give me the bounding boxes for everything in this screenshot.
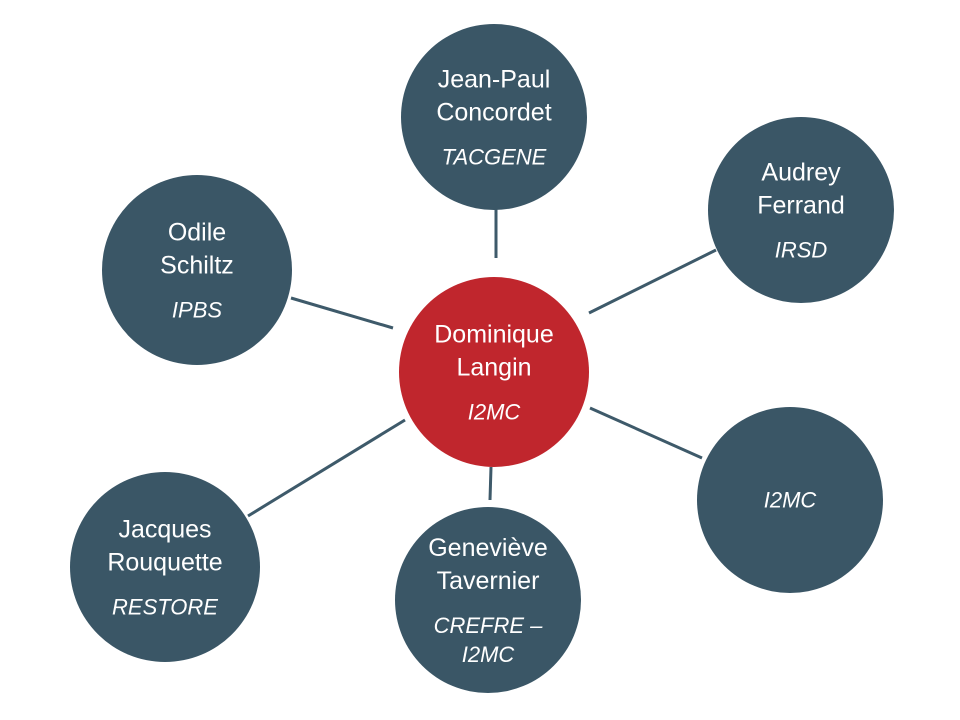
node-name-line: Odile bbox=[168, 218, 226, 246]
connector-i2mc bbox=[589, 406, 703, 460]
partners-2-circle bbox=[697, 407, 883, 593]
node-name-line: Ferrand bbox=[757, 191, 845, 219]
node-name-line: Langin bbox=[456, 353, 531, 381]
connector-schiltz bbox=[290, 296, 394, 330]
node-org-line: IRSD bbox=[775, 237, 828, 262]
connector-ferrand bbox=[588, 248, 717, 315]
node-name-line: Rouquette bbox=[107, 548, 222, 576]
node-name-line: Geneviève bbox=[428, 534, 548, 562]
connector-rouquette bbox=[247, 418, 406, 518]
node-org-line: CREFRE – bbox=[434, 613, 544, 638]
node-name-line: Jean-Paul bbox=[438, 65, 551, 93]
node-org-line: I2MC bbox=[764, 487, 817, 512]
node-name-line: Tavernier bbox=[437, 567, 540, 595]
node-org-line: RESTORE bbox=[112, 594, 218, 619]
center-circle bbox=[399, 277, 589, 467]
node-org-line: I2MC bbox=[468, 399, 521, 424]
partners-2-node: I2MC bbox=[697, 407, 883, 593]
node-org-line: TACGENE bbox=[442, 144, 547, 169]
node-name-line: Schiltz bbox=[160, 251, 234, 279]
node-name-line: Jacques bbox=[118, 515, 211, 543]
node-name-line: Dominique bbox=[434, 320, 554, 348]
partners-0-circle bbox=[401, 24, 587, 210]
node-name-line: Concordet bbox=[436, 98, 551, 126]
partners-5-circle bbox=[102, 175, 292, 365]
connectors bbox=[247, 208, 717, 518]
partners-4-circle bbox=[70, 472, 260, 662]
partners-1-circle bbox=[708, 117, 894, 303]
node-org-line: I2MC bbox=[462, 642, 515, 667]
partners-3-circle bbox=[395, 507, 581, 693]
node-name-line: Audrey bbox=[761, 158, 841, 186]
node-org-line: IPBS bbox=[172, 297, 222, 322]
connector-tavernier bbox=[488, 466, 493, 501]
